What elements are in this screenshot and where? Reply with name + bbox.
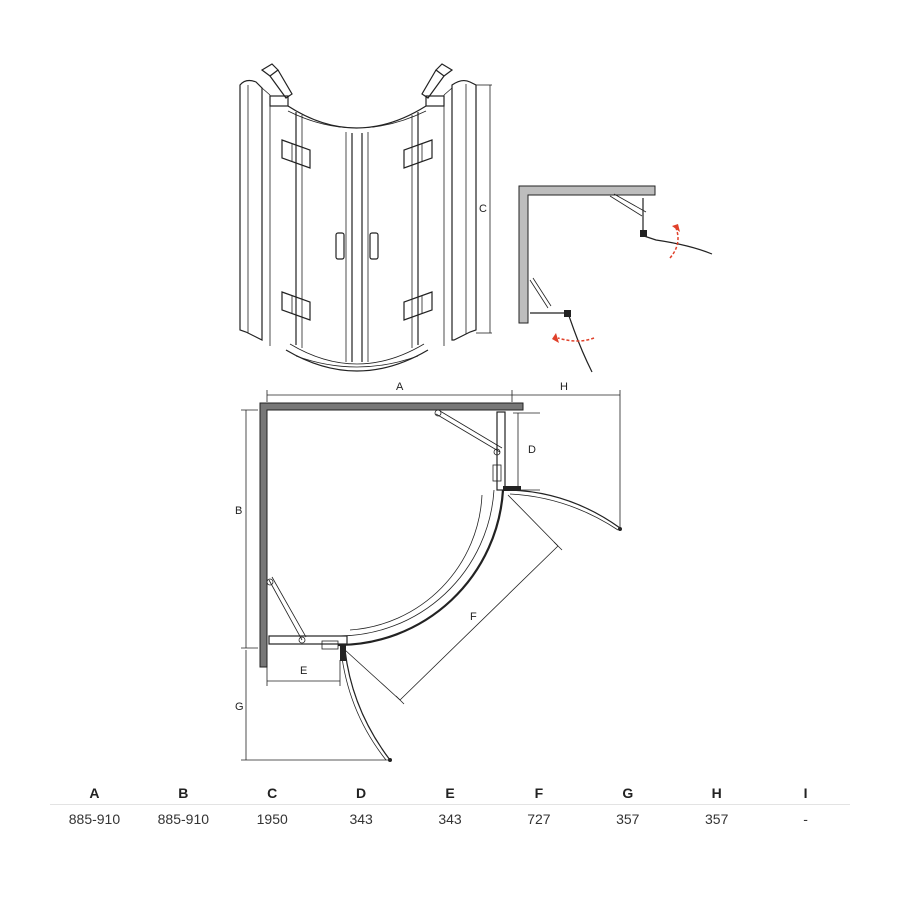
header-g: G: [622, 785, 634, 801]
dimensions-table: A B C D E F G H I 885-910 885-910 1950 3…: [50, 782, 850, 833]
label-e: E: [300, 665, 307, 677]
value-f: 727: [527, 811, 551, 827]
header-h: H: [711, 785, 722, 801]
table-row: 885-910 885-910 1950 343 343 727 357 357…: [50, 805, 850, 833]
label-b: B: [235, 505, 242, 517]
door-handles: [335, 232, 379, 260]
label-d: D: [528, 444, 536, 456]
right-door-panel: [361, 112, 419, 362]
header-e: E: [445, 785, 455, 801]
dimension-b: B: [235, 409, 258, 649]
top-wall-brackets: [260, 63, 454, 107]
wall-corner: [259, 402, 524, 668]
dimension-c: C: [476, 84, 492, 334]
label-a: A: [396, 381, 404, 393]
dimension-e: E: [266, 660, 341, 686]
value-g: 357: [616, 811, 640, 827]
value-b: 885-910: [157, 811, 210, 827]
label-c: C: [479, 203, 487, 215]
shower-tray-arc: [337, 489, 505, 647]
door-open-left: [344, 649, 391, 761]
header-f: F: [534, 785, 544, 801]
header-c: C: [267, 785, 278, 801]
value-i: -: [803, 811, 808, 827]
dimension-g: G: [235, 650, 390, 761]
dimension-d: D: [513, 412, 540, 491]
door-hinges: [281, 139, 433, 321]
left-wall-profile: [239, 79, 271, 346]
label-f: F: [470, 611, 477, 623]
header-a: A: [89, 785, 100, 801]
dimension-f: F: [344, 494, 563, 705]
left-door-panel: [295, 112, 353, 362]
table-header-row: A B C D E F G H I: [50, 782, 850, 805]
door-open-right: [509, 489, 621, 529]
right-wall-profile: [443, 79, 477, 346]
value-h: 357: [705, 811, 729, 827]
dimension-a: A: [266, 381, 513, 402]
label-g: G: [235, 701, 244, 713]
swing-arrows: [552, 224, 680, 343]
header-d: D: [356, 785, 367, 801]
value-d: 343: [349, 811, 373, 827]
header-i: I: [803, 785, 808, 801]
label-h: H: [560, 381, 568, 393]
value-a: 885-910: [68, 811, 121, 827]
dimension-h: H: [512, 381, 621, 530]
value-c: 1950: [256, 811, 288, 827]
header-b: B: [178, 785, 189, 801]
value-e: 343: [438, 811, 462, 827]
